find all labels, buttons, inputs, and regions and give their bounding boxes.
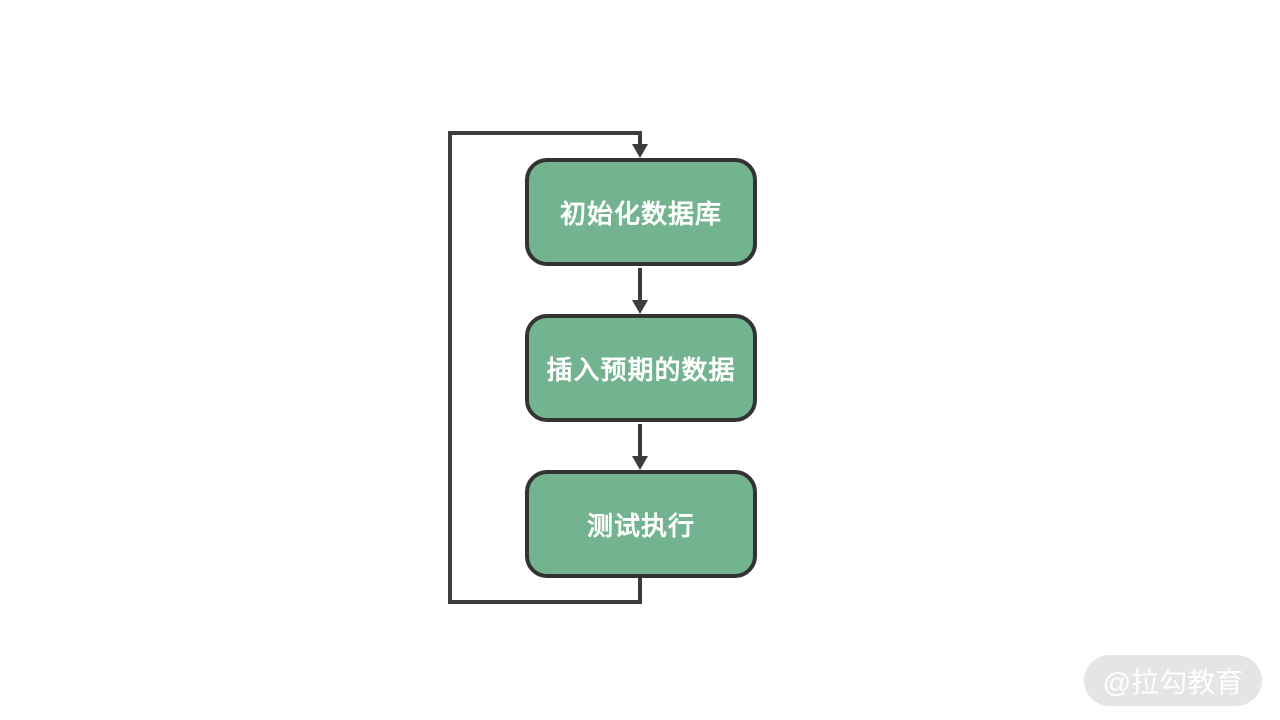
arrowhead-into-insert	[632, 300, 648, 314]
flow-node-init-database: 初始化数据库	[525, 158, 757, 266]
watermark-badge: @拉勾教育	[1084, 655, 1262, 706]
flow-node-test-execute: 测试执行	[525, 470, 757, 578]
watermark-text: @拉勾教育	[1102, 666, 1244, 698]
arrowhead-into-init	[632, 144, 648, 158]
flow-node-label: 测试执行	[586, 510, 695, 541]
flow-node-label: 插入预期的数据	[546, 354, 736, 385]
arrowhead-into-test	[632, 456, 648, 470]
flow-node-insert-expected: 插入预期的数据	[525, 314, 757, 422]
flow-node-label: 初始化数据库	[559, 198, 722, 229]
